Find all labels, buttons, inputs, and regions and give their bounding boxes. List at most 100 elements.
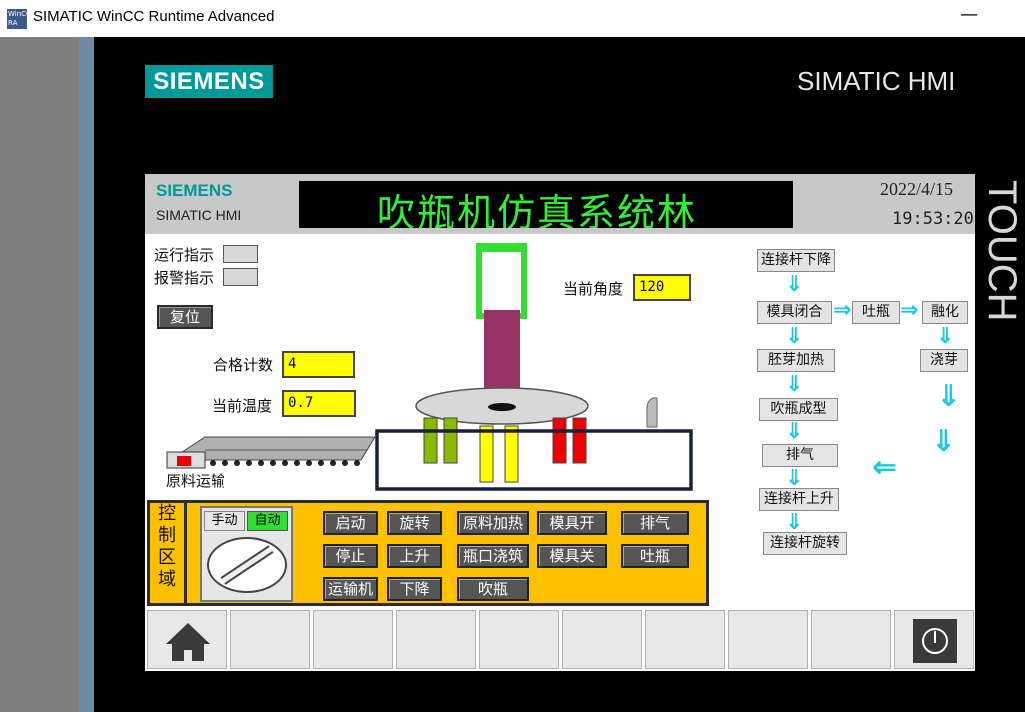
- flow-arrow-down-icon: ⇓: [936, 379, 962, 414]
- knob-handle-icon: [220, 545, 274, 585]
- up-button[interactable]: 上升: [387, 544, 442, 568]
- exhaust-pipe: [646, 397, 658, 428]
- conveyor-button[interactable]: 运输机: [323, 577, 378, 601]
- finger-yellow-2: [504, 425, 519, 483]
- header-siemens-logo: SIEMENS: [156, 181, 233, 200]
- home-icon: [166, 623, 210, 661]
- turntable-hub: [488, 403, 516, 411]
- control-area-title: 控 制 区 域: [150, 503, 187, 603]
- flow-arrow-down-icon: ⇓: [785, 324, 804, 349]
- mode-auto[interactable]: 自动: [247, 511, 288, 531]
- angle-label: 当前角度: [563, 280, 624, 298]
- flow-eject: 吐瓶: [852, 301, 900, 324]
- flow-rod-down: 连接杆下降: [757, 249, 835, 272]
- frame-stripe: [79, 37, 94, 712]
- exhaust-button[interactable]: 排气: [621, 511, 689, 535]
- finger-olive-2: [443, 417, 458, 464]
- flow-arrow-down-icon: ⇓: [785, 419, 804, 444]
- function-key-bar: [145, 608, 975, 671]
- finger-red-1: [552, 417, 567, 464]
- conveyor-frame: [375, 429, 693, 491]
- control-title-char-2: 制: [158, 525, 176, 546]
- down-button[interactable]: 下降: [387, 577, 442, 601]
- start-button[interactable]: 启动: [323, 511, 378, 535]
- header-product-name: SIMATIC HMI: [156, 207, 242, 223]
- function-key-3[interactable]: [313, 610, 393, 669]
- function-key-7[interactable]: [645, 610, 725, 669]
- temp-label: 当前温度: [212, 397, 273, 415]
- neck-cast-button[interactable]: 瓶口浇筑: [457, 544, 529, 568]
- hmi-screen: SIEMENS SIMATIC HMI 吹瓶机仿真系统林 2022/4/15 1…: [145, 174, 975, 671]
- blow-button[interactable]: 吹瓶: [457, 577, 529, 601]
- stop-button[interactable]: 停止: [323, 544, 378, 568]
- count-field[interactable]: 4: [282, 351, 355, 378]
- function-key-5[interactable]: [479, 610, 559, 669]
- conveyor-label: 原料运输: [166, 472, 224, 490]
- mold-top: [476, 244, 527, 252]
- connecting-rod: [484, 310, 520, 398]
- bezel-siemens-logo: SIEMENS: [145, 65, 273, 98]
- motor-indicator: [177, 456, 191, 466]
- mold-open-button[interactable]: 模具开: [537, 511, 607, 535]
- control-title-char-1: 控: [158, 503, 176, 524]
- machine-graphic: [166, 243, 693, 491]
- flow-rod-rotate: 连接杆旋转: [763, 532, 847, 555]
- flow-mold-close: 模具闭合: [757, 301, 832, 324]
- flow-arrow-right-icon: ⇒: [833, 298, 852, 323]
- power-key[interactable]: [894, 610, 974, 669]
- mode-selector: 手动 自动: [200, 506, 293, 602]
- flow-preform-heat: 胚芽加热: [757, 349, 835, 372]
- mold-close-button[interactable]: 模具关: [537, 544, 607, 568]
- temp-field[interactable]: 0.7: [282, 390, 356, 417]
- flow-blow-form: 吹瓶成型: [759, 398, 838, 421]
- flow-rod-up: 连接杆上升: [759, 488, 839, 511]
- minimize-button[interactable]: —: [960, 4, 978, 25]
- angle-field[interactable]: 120: [633, 274, 691, 301]
- flow-arrow-down-icon: ⇓: [785, 272, 804, 297]
- banner-text: 吹瓶机仿真系统林: [377, 191, 698, 228]
- function-key-2[interactable]: [230, 610, 310, 669]
- mode-switch-knob[interactable]: [207, 537, 287, 593]
- conveyor-belt: [168, 436, 376, 461]
- function-key-8[interactable]: [728, 610, 808, 669]
- finger-yellow-1: [479, 425, 494, 483]
- flow-melt: 融化: [922, 301, 968, 324]
- mold-frame: [476, 243, 527, 319]
- bezel-touch-label: TOUCH: [980, 180, 1024, 322]
- left-frame: [0, 37, 94, 712]
- screen-header: SIEMENS SIMATIC HMI 吹瓶机仿真系统林 2022/4/15 1…: [145, 174, 975, 234]
- bezel-product-name: SIMATIC HMI: [797, 66, 956, 96]
- control-area: 控 制 区 域 手动 自动 启动 旋转 原料加热 模具开 排气 停止 上升 瓶口…: [147, 500, 709, 606]
- flow-arrow-down-icon: ⇓: [936, 324, 955, 349]
- count-label: 合格计数: [213, 356, 274, 374]
- finger-olive-1: [423, 417, 438, 464]
- alarm-indicator: [223, 268, 258, 286]
- home-key[interactable]: [147, 610, 227, 669]
- finger-red-2: [572, 417, 587, 464]
- mode-manual[interactable]: 手动: [204, 511, 245, 531]
- title-banner: 吹瓶机仿真系统林: [299, 181, 793, 228]
- run-indicator: [223, 245, 258, 263]
- eject-button[interactable]: 吐瓶: [621, 544, 689, 568]
- flow-exhaust: 排气: [762, 444, 838, 467]
- reset-button[interactable]: 复位: [157, 305, 213, 329]
- alarm-indicator-label: 报警指示: [154, 269, 215, 287]
- flow-arrow-down-icon: ⇓: [785, 372, 804, 397]
- rotate-button[interactable]: 旋转: [387, 511, 442, 535]
- function-key-6[interactable]: [562, 610, 642, 669]
- flow-arrow-down-icon: ⇓: [785, 466, 804, 491]
- belt-rollers: [210, 460, 360, 466]
- wincc-app-icon: WinCC RA: [7, 9, 31, 29]
- header-time: 19:53:20: [892, 209, 974, 229]
- function-key-4[interactable]: [396, 610, 476, 669]
- flow-arrow-left-icon: ⇐: [872, 450, 898, 485]
- power-icon: [913, 619, 957, 663]
- control-title-char-3: 区: [158, 547, 176, 568]
- flow-arrow-right-icon: ⇒: [900, 298, 919, 323]
- flow-pour: 浇芽: [920, 349, 968, 372]
- heat-button[interactable]: 原料加热: [457, 511, 529, 535]
- window-title-bar: WinCC RA SIMATIC WinCC Runtime Advanced …: [0, 0, 1025, 37]
- control-title-char-4: 域: [158, 569, 176, 590]
- function-key-9[interactable]: [811, 610, 891, 669]
- flow-arrow-down-icon: ⇓: [785, 510, 804, 535]
